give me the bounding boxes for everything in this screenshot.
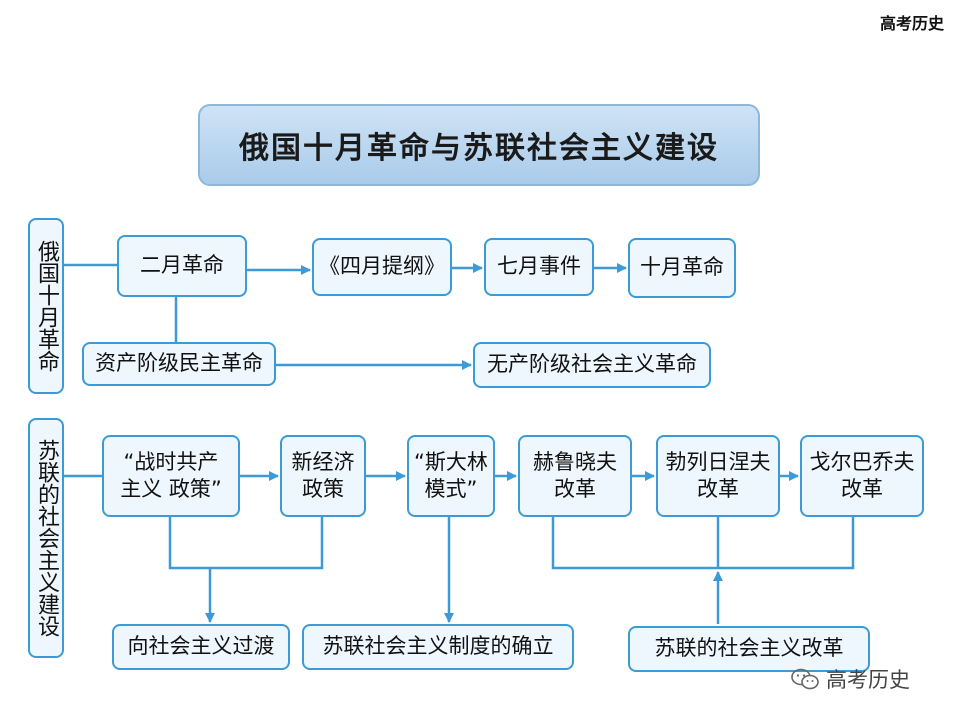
node-nep-line1: 新经济: [291, 449, 355, 474]
node-oct-revolution: 十月革命: [628, 238, 736, 298]
node-socialist-reform: 苏联的社会主义改革: [628, 626, 870, 672]
node-stalin-model-line2: 模式”: [424, 477, 478, 501]
node-khrushchev-reform: 赫鲁晓夫 改革: [518, 435, 632, 517]
node-war-communism-line1: “战时共产: [123, 449, 219, 474]
node-bourgeois-revolution: 资产阶级民主革命: [82, 342, 276, 386]
wechat-icon: [791, 668, 819, 690]
node-war-communism-line2: 主义 政策”: [120, 477, 222, 501]
node-transition-socialism: 向社会主义过渡: [112, 624, 290, 670]
node-stalin-model: “斯大林 模式”: [407, 435, 495, 517]
watermark: 高考历史: [790, 664, 910, 694]
node-system-establishment: 苏联社会主义制度的确立: [302, 624, 574, 670]
node-july-days: 七月事件: [484, 238, 594, 296]
node-gorbachev-line1: 戈尔巴乔夫: [809, 449, 915, 474]
node-brezhnev-reform: 勃列日涅夫 改革: [656, 435, 780, 517]
node-feb-revolution: 二月革命: [117, 235, 247, 297]
node-stalin-model-line1: “斯大林: [414, 449, 488, 474]
node-khrushchev-line2: 改革: [554, 477, 596, 501]
corner-label: 高考历史: [879, 14, 944, 33]
watermark-text: 高考历史: [826, 668, 910, 692]
node-nep-line2: 政策: [302, 477, 344, 501]
node-april-theses: 《四月提纲》: [312, 238, 452, 296]
diagram-title: 俄国十月革命与苏联社会主义建设: [198, 104, 760, 186]
node-khrushchev-line1: 赫鲁晓夫: [533, 449, 617, 474]
bracket-war-nep: [168, 517, 324, 570]
section-label-october-revolution: 俄国十月革命: [28, 218, 64, 394]
node-war-communism: “战时共产 主义 政策”: [102, 435, 240, 517]
node-nep: 新经济 政策: [280, 435, 366, 517]
node-proletarian-revolution: 无产阶级社会主义革命: [473, 342, 711, 388]
section-label-soviet-construction: 苏联的社会主义建设: [28, 418, 64, 658]
bracket-reforms: [551, 517, 855, 570]
node-brezhnev-line1: 勃列日涅夫: [665, 449, 771, 474]
node-brezhnev-line2: 改革: [697, 477, 739, 501]
node-gorbachev-line2: 改革: [841, 477, 883, 501]
node-gorbachev-reform: 戈尔巴乔夫 改革: [800, 435, 924, 517]
